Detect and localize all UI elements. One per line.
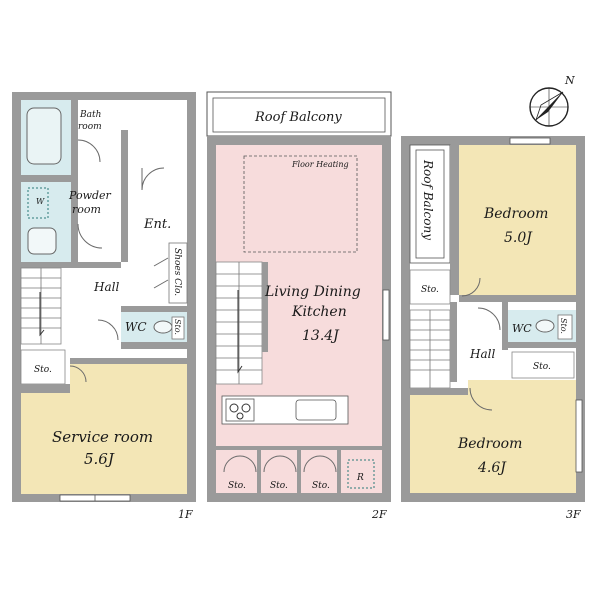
storage-1f bbox=[20, 349, 66, 385]
storage-door-3 bbox=[303, 455, 337, 473]
compass-icon: N bbox=[529, 74, 575, 127]
storage-door-2 bbox=[263, 455, 297, 473]
bedroom-1 bbox=[459, 145, 576, 295]
service-room bbox=[21, 393, 187, 494]
wc-storage-label-1f: Sto. bbox=[173, 319, 182, 335]
shoes-closet bbox=[168, 242, 188, 304]
bedroom-1-door-swing bbox=[461, 277, 481, 297]
powder-room-label: Powder bbox=[68, 189, 112, 202]
storage-label-2f-1: Sto. bbox=[228, 481, 246, 491]
roof-balcony-label-2f: Roof Balcony bbox=[254, 110, 342, 125]
floor-label-2f: 2F bbox=[371, 508, 387, 521]
bathtub-icon bbox=[26, 107, 62, 165]
storage-label-3f-b: Sto. bbox=[533, 362, 551, 372]
bedroom-2 bbox=[410, 395, 576, 493]
hall-label-1f: Hall bbox=[93, 280, 119, 294]
ldk-size: 13.4J bbox=[302, 328, 340, 344]
powder-door-swing bbox=[77, 223, 103, 249]
storage-label-2f-2: Sto. bbox=[270, 481, 288, 491]
wc-storage-label-3f: Sto. bbox=[559, 318, 568, 334]
wc-label-3f: WC bbox=[512, 322, 532, 335]
floor-heating-label: Floor Heating bbox=[291, 160, 349, 169]
storage-label-2f-3: Sto. bbox=[312, 481, 330, 491]
window-2f-east bbox=[382, 289, 390, 341]
bedroom-1-size: 5.0J bbox=[504, 230, 533, 246]
storage-3f-a bbox=[409, 269, 451, 305]
shoes-closet-label: Shoes Clo. bbox=[172, 248, 182, 296]
ldk-label: Living Dining bbox=[264, 284, 361, 300]
bedroom-2-label: Bedroom bbox=[457, 436, 522, 452]
storage-door-1 bbox=[223, 455, 257, 473]
floor-1f: Bath room Powder room W Ent. Shoes Clo. bbox=[12, 92, 196, 521]
ldk-label-2: Kitchen bbox=[291, 304, 347, 320]
floor-heating-area bbox=[243, 155, 358, 253]
bath-door-swing bbox=[77, 139, 101, 163]
floor-2f: Roof Balcony Floor Heating Living Dining… bbox=[206, 91, 392, 521]
stairs-1f bbox=[20, 267, 62, 345]
bedroom-1-label: Bedroom bbox=[483, 206, 548, 222]
bath-room-label: Bath bbox=[79, 110, 101, 120]
storage-label-1f: Sto. bbox=[34, 365, 52, 375]
floor-3f: Roof Balcony Bedroom 5.0J Sto. Hall WC bbox=[401, 136, 585, 521]
service-room-size: 5.6J bbox=[84, 450, 115, 468]
washer-label: W bbox=[36, 197, 45, 206]
entrance-label: Ent. bbox=[143, 217, 171, 232]
window-3f-east bbox=[575, 399, 583, 473]
storage-3f-b bbox=[511, 351, 575, 379]
refrigerator-space bbox=[347, 459, 375, 489]
roof-balcony-label-3f: Roof Balcony bbox=[421, 159, 435, 240]
toilet-icon-3f bbox=[535, 319, 555, 333]
window-3f-north bbox=[509, 137, 551, 145]
bath-room-label-2: room bbox=[78, 122, 102, 132]
washbasin-icon bbox=[27, 227, 57, 255]
refrigerator-label: R bbox=[356, 473, 364, 483]
sink-icon bbox=[295, 399, 337, 421]
stairs-2f bbox=[215, 261, 268, 385]
floor-label-1f: 1F bbox=[178, 508, 193, 521]
floor-label-3f: 3F bbox=[566, 508, 581, 521]
service-room-label: Service room bbox=[52, 428, 153, 446]
hall-label-3f: Hall bbox=[469, 347, 495, 361]
storage-label-3f-a: Sto. bbox=[421, 285, 439, 295]
toilet-icon bbox=[153, 320, 173, 334]
powder-room-label-2: room bbox=[72, 203, 101, 216]
stairs-3f bbox=[409, 302, 457, 389]
washer-space-icon bbox=[27, 187, 49, 219]
wc-label-1f: WC bbox=[125, 320, 147, 334]
bedroom-2-door-swing bbox=[469, 387, 493, 411]
bedroom-2-size: 4.6J bbox=[477, 460, 507, 476]
compass-north-label: N bbox=[564, 74, 575, 87]
